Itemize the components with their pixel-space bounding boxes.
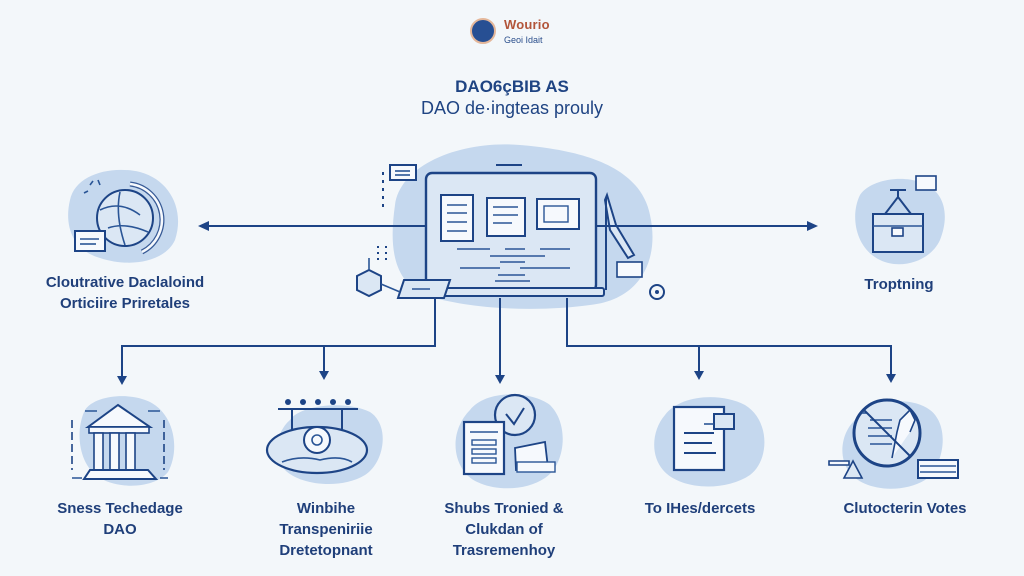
label-line: Sness Techedage xyxy=(57,500,183,517)
label-line: DAO xyxy=(103,521,137,538)
node-label-left-line1: Cloutrative Daclaloind xyxy=(45,274,205,291)
network-hub-icon xyxy=(265,399,383,485)
diagram-title: DAO6çBIB AS xyxy=(455,77,569,96)
label-line: To IHes/dercets xyxy=(644,500,756,517)
laptop-dashboard-icon xyxy=(356,144,665,309)
label-line: Winbihe xyxy=(296,500,356,517)
connector-tree xyxy=(117,298,896,385)
bottom-node-label-2: Winbihe Transpeniriie Dretetopnant xyxy=(236,498,416,561)
connector-left xyxy=(198,221,426,231)
logo-name: Wourio xyxy=(504,17,550,32)
label-line: Clutocterin Votes xyxy=(843,500,967,517)
bank-building-icon xyxy=(71,396,175,486)
bottom-node-label-3: Shubs Tronied & Clukdan of Trasremenhoy xyxy=(414,498,594,561)
node-label-right: Troptning xyxy=(820,274,978,295)
document-check-icon xyxy=(455,393,563,489)
label-line: Clukdan of xyxy=(465,521,543,538)
label-line: Dretetopnant xyxy=(279,542,373,559)
label-line: Shubs Tronied & xyxy=(444,500,564,517)
briefcase-icon xyxy=(855,175,945,265)
bottom-node-label-5: Clutocterin Votes xyxy=(800,498,1010,519)
node-label-left-line2: Orticiire Priretales xyxy=(59,295,191,312)
globe-document-icon xyxy=(68,169,179,263)
bottom-node-label-1: Sness Techedage DAO xyxy=(30,498,210,540)
logo: Wourio Geoi Idait xyxy=(470,16,590,50)
label-line: Transpeniriie xyxy=(279,521,373,538)
vote-prohibited-icon xyxy=(828,398,959,489)
label-line: Trasremenhoy xyxy=(452,542,556,559)
diagram-subtitle: DAO de·ingteas prouly xyxy=(420,98,604,118)
connector-right xyxy=(596,221,818,231)
bottom-node-label-4: To IHes/dercets xyxy=(610,498,790,519)
file-window-icon xyxy=(654,397,765,487)
node-label-right-line1: Troptning xyxy=(864,276,934,293)
logo-subtitle: Geoi Idait xyxy=(504,35,543,45)
node-label-left: Cloutrative Daclaloind Orticiire Prireta… xyxy=(10,272,240,314)
globe-badge-icon xyxy=(470,18,496,44)
